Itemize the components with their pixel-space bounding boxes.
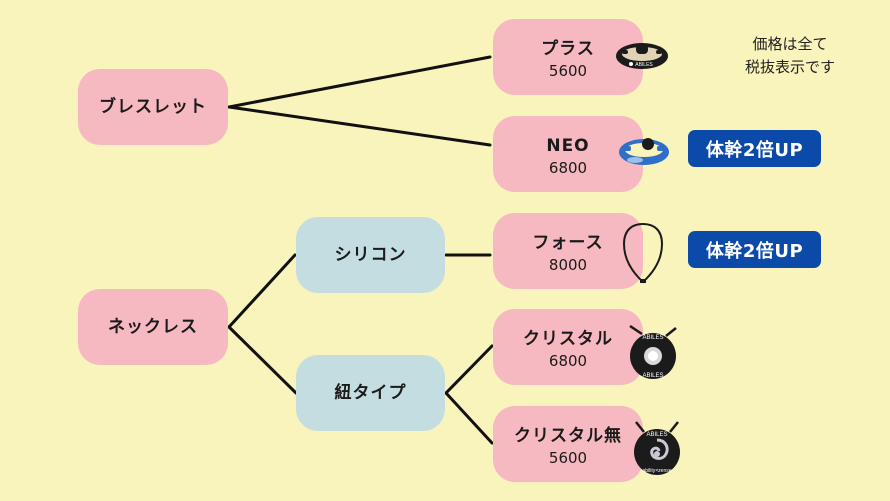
- black-bracelet-icon: ABILES: [616, 43, 668, 69]
- svg-text:ABILES: ABILES: [642, 373, 663, 379]
- subcategory-label: シリコン: [334, 244, 407, 265]
- swirl-pendant-icon: ABILES ability×zense: [634, 421, 680, 475]
- svg-text:ABILES: ABILES: [635, 62, 653, 68]
- tax-note-line2: 税抜表示です: [744, 58, 835, 76]
- category-label: ブレスレット: [99, 96, 207, 117]
- svg-text:ability×zense: ability×zense: [642, 468, 671, 474]
- product-force[interactable]: フォース 8000: [493, 213, 643, 289]
- category-bracelet[interactable]: ブレスレット: [78, 69, 228, 145]
- product-name: NEO: [546, 135, 590, 156]
- connector-string-crystal: [444, 344, 494, 395]
- core-boost-badge: 体幹2倍UP: [688, 130, 821, 167]
- product-name: クリスタル: [523, 328, 613, 349]
- product-neo[interactable]: NEO 6800: [493, 116, 643, 192]
- subcategory-label: 紐タイプ: [334, 382, 407, 403]
- product-price: 8000: [548, 256, 588, 275]
- connector-string-crystal-plain: [444, 391, 494, 445]
- product-crystal[interactable]: クリスタル 6800: [493, 309, 643, 385]
- subcategory-string[interactable]: 紐タイプ: [296, 355, 445, 431]
- product-price: 5600: [548, 449, 588, 468]
- product-name: フォース: [532, 232, 604, 253]
- product-name: クリスタル無: [514, 425, 622, 446]
- svg-text:ABILES: ABILES: [642, 335, 663, 341]
- product-name: プラス: [541, 38, 595, 59]
- product-crystal-plain[interactable]: クリスタル無 5600: [493, 406, 643, 482]
- connector-bracelet-plus: [227, 55, 492, 109]
- tax-note: 価格は全て 税抜表示です: [722, 33, 858, 79]
- product-price: 6800: [548, 159, 588, 178]
- category-necklace[interactable]: ネックレス: [78, 289, 228, 365]
- connector-bracelet-neo: [227, 105, 492, 147]
- category-label: ネックレス: [108, 316, 198, 337]
- product-plus[interactable]: プラス 5600: [493, 19, 643, 95]
- wire-necklace-icon: [622, 222, 664, 284]
- subcategory-silicon[interactable]: シリコン: [296, 217, 445, 293]
- connector-necklace-string: [227, 325, 298, 395]
- product-price: 5600: [548, 62, 588, 81]
- product-price: 6800: [548, 352, 588, 371]
- blue-bracelet-icon: [619, 138, 669, 165]
- core-boost-badge: 体幹2倍UP: [688, 231, 821, 268]
- crystal-pendant-icon: ABILES ABILES: [629, 324, 677, 379]
- svg-text:ABILES: ABILES: [646, 432, 667, 438]
- tax-note-line1: 価格は全て: [752, 35, 828, 53]
- connector-necklace-silicon: [227, 253, 297, 329]
